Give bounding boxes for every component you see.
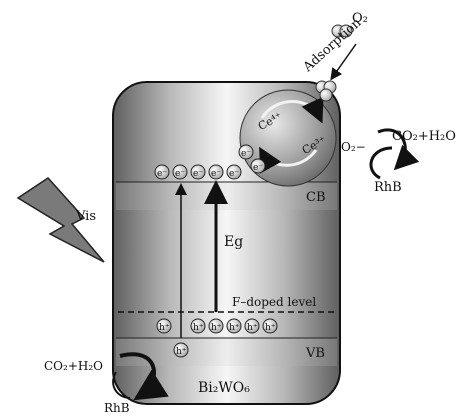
hole-particle bbox=[208, 318, 224, 334]
cb-electrons: e⁻ e⁻ e⁻ e⁻ e⁻ bbox=[154, 164, 242, 180]
conduction-band-region bbox=[116, 182, 337, 210]
o2-molecule-adsorbed bbox=[315, 80, 337, 102]
sphere-electrons: e⁻ e⁻ bbox=[238, 144, 266, 174]
o2-molecule-top bbox=[331, 24, 353, 38]
f-doped-level-label: F–doped level bbox=[232, 295, 316, 309]
electron-particle bbox=[154, 164, 170, 180]
hole-particle bbox=[244, 318, 260, 334]
ce-redox-arrow-bottom bbox=[259, 146, 318, 174]
hole-particle bbox=[190, 318, 206, 334]
electron-particle bbox=[238, 144, 254, 160]
electron-particle bbox=[190, 164, 206, 180]
o2-label: O₂ bbox=[352, 11, 368, 26]
hole-particle bbox=[156, 318, 172, 334]
electron-label: e⁻ bbox=[157, 169, 167, 179]
hole-label: h⁺ bbox=[265, 323, 276, 333]
hole-particle bbox=[173, 342, 189, 358]
electron-label: e⁻ bbox=[193, 169, 203, 179]
material-label: Bi₂WO₆ bbox=[198, 380, 250, 396]
hole-label: h⁺ bbox=[159, 323, 170, 333]
electron-label: e⁻ bbox=[253, 163, 263, 173]
electron-label: e⁻ bbox=[241, 149, 251, 159]
hole-particle bbox=[262, 318, 278, 334]
hole-label: h⁺ bbox=[193, 323, 204, 333]
hole-label: h⁺ bbox=[211, 323, 222, 333]
left-degradation-curve bbox=[112, 371, 131, 399]
right-degradation-arrow bbox=[369, 146, 393, 180]
electron-particle bbox=[250, 158, 266, 174]
electron-particle bbox=[208, 164, 224, 180]
hole-label: h⁺ bbox=[247, 323, 258, 333]
left-co2-h2o-label: CO₂+H₂O bbox=[44, 359, 103, 373]
hole-label: h⁺ bbox=[229, 323, 240, 333]
electron-label: e⁻ bbox=[229, 169, 239, 179]
vis-label: Vis bbox=[75, 209, 96, 224]
vb-holes: h⁺ h⁺ h⁺ h⁺ h⁺ h⁺ h⁺ bbox=[156, 318, 278, 358]
o2-radical-label: O₂− bbox=[341, 140, 366, 154]
eg-label: Eg bbox=[224, 234, 243, 250]
electron-label: e⁻ bbox=[211, 169, 221, 179]
left-degradation-arrow bbox=[119, 352, 169, 401]
hole-particle bbox=[226, 318, 242, 334]
electron-label: e⁻ bbox=[175, 169, 185, 179]
right-co2-h2o-label: CO₂+H₂O bbox=[392, 129, 456, 144]
electron-particle bbox=[226, 164, 242, 180]
right-degradation-curve bbox=[377, 128, 420, 171]
vb-label: VB bbox=[305, 346, 325, 361]
cb-label: CB bbox=[306, 190, 326, 205]
left-rhb-label: RhB bbox=[104, 401, 130, 415]
right-rhb-label: RhB bbox=[374, 180, 402, 195]
adsorption-arrow bbox=[330, 43, 357, 81]
visible-light-bolt-icon bbox=[16, 177, 105, 263]
hole-label: h⁺ bbox=[176, 347, 187, 357]
ce-redox-arrow-top bbox=[260, 96, 324, 124]
electron-particle bbox=[172, 164, 188, 180]
